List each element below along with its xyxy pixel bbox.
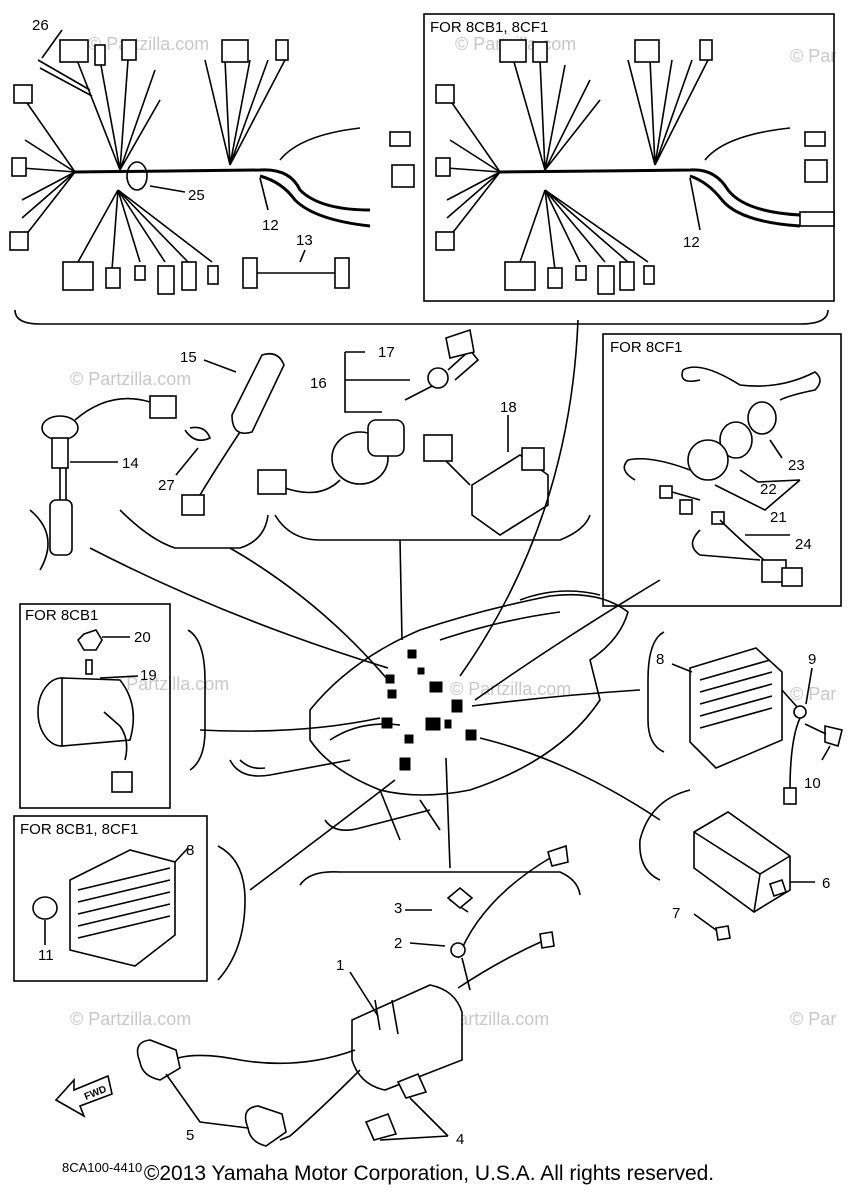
callout-6: 6 <box>822 875 830 892</box>
panel-header-rectifier: FOR 8CB1, 8CF1 <box>20 821 138 838</box>
key-switch-variant-panel <box>602 333 842 607</box>
callout-4: 4 <box>456 1131 464 1148</box>
watermark: © Partzilla.com <box>70 369 191 389</box>
watermark: © Par <box>790 1009 836 1029</box>
panel-header-harness: FOR 8CB1, 8CF1 <box>430 19 548 36</box>
panel-header-key-switch: FOR 8CF1 <box>610 339 683 356</box>
harness-variant-panel <box>423 13 835 302</box>
cdi-bracket <box>639 789 691 881</box>
callout-22: 22 <box>760 481 777 498</box>
callout-13: 13 <box>296 232 313 249</box>
diagram-code: 8CA100-4410 <box>62 1160 142 1175</box>
callout-18: 18 <box>500 399 517 416</box>
watermark: © Partzilla.com <box>88 34 209 54</box>
callout-27: 27 <box>158 477 175 494</box>
leader-lines <box>89 319 661 891</box>
forward-arrow-icon: FWD <box>54 1074 113 1118</box>
callout-19: 19 <box>140 667 157 684</box>
callout-15: 15 <box>180 349 197 366</box>
callout-14: 14 <box>122 455 139 472</box>
ignition-group-bracket <box>299 870 581 896</box>
ignition-coil-assembly <box>136 844 569 1147</box>
callout-1: 1 <box>336 957 344 974</box>
part-16-main-switch <box>257 328 480 495</box>
callout-16: 16 <box>310 375 327 392</box>
watermark: © Par <box>790 684 836 704</box>
callout-24: 24 <box>795 536 812 553</box>
callout-2: 2 <box>394 935 402 952</box>
callout-12: 12 <box>262 217 279 234</box>
top-group-bracket <box>14 309 829 325</box>
starter-variant-panel <box>19 603 171 809</box>
callout-8-variant: 8 <box>186 842 194 859</box>
part-6-cdi-unit <box>693 811 815 941</box>
part-21-key-switch-kit <box>623 366 821 587</box>
callout-26: 26 <box>32 17 49 34</box>
rectifier-variant-bracket <box>217 845 246 981</box>
callout-23: 23 <box>788 457 805 474</box>
callout-11: 11 <box>38 947 54 964</box>
copyright-notice: ©2013 Yamaha Motor Corporation, U.S.A. A… <box>143 1162 715 1185</box>
middle-group-brackets <box>29 509 591 571</box>
part-18-relay <box>423 415 549 536</box>
callout-3: 3 <box>394 900 402 917</box>
watermark: © Partzilla.com <box>450 679 571 699</box>
callout-17: 17 <box>378 344 395 361</box>
callout-5: 5 <box>186 1127 194 1144</box>
callout-7: 7 <box>672 905 680 922</box>
callout-12-variant: 12 <box>683 234 700 251</box>
part-8-rectifier-regulator <box>671 647 843 805</box>
callout-9: 9 <box>808 651 816 668</box>
part-19-starter-relay <box>37 629 139 793</box>
rectifier-variant-panel <box>13 815 208 982</box>
callout-25: 25 <box>188 187 205 204</box>
part-15-harness-sleeve <box>175 352 285 516</box>
rectifier-bracket <box>647 631 665 753</box>
callout-8: 8 <box>656 651 664 668</box>
wire-harness-main <box>9 29 415 295</box>
wire-harness-variant <box>435 39 835 295</box>
callout-10: 10 <box>804 775 821 792</box>
callout-20: 20 <box>134 629 151 646</box>
part-14-water-sensor <box>41 395 177 556</box>
snowmobile-outline <box>229 590 629 841</box>
panel-header-starter: FOR 8CB1 <box>25 607 98 624</box>
callout-21: 21 <box>770 509 787 526</box>
starter-bracket <box>187 629 206 771</box>
part-8-rectifier-variant <box>32 847 189 967</box>
watermark: © Par <box>790 46 836 66</box>
watermark: © Partzilla.com <box>108 674 229 694</box>
watermark: © Partzilla.com <box>70 1009 191 1029</box>
